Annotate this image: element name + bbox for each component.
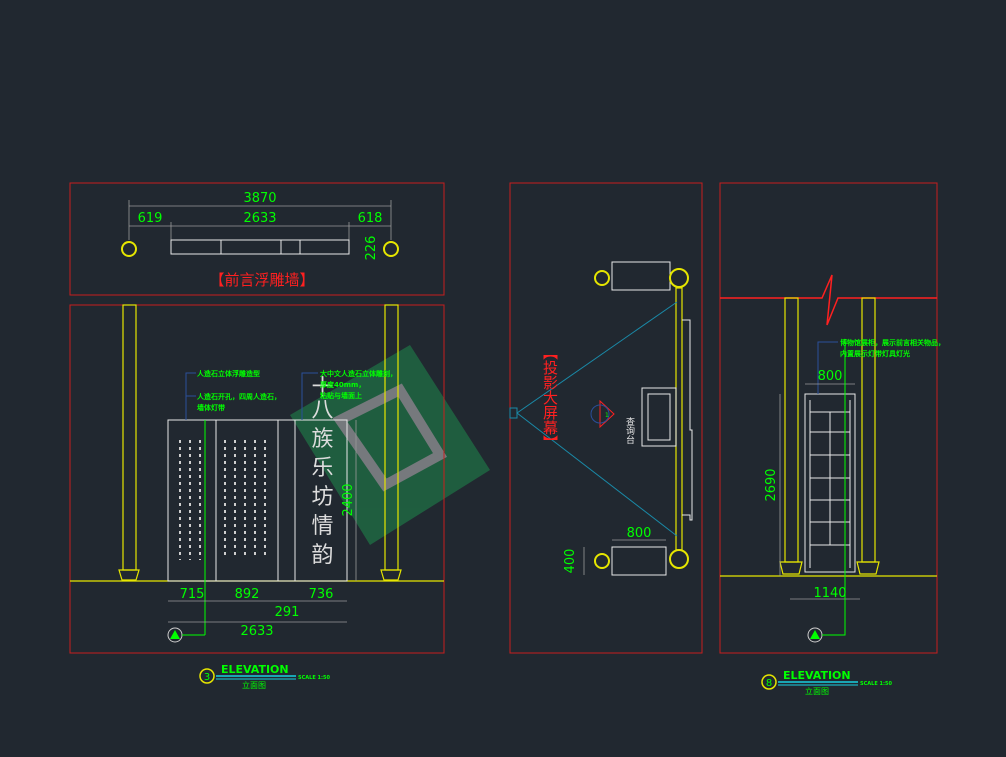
- right-elevation: 博物馆展柜，展示前言相关物品， 内置展示灯带灯具灯光 800 2690 1140: [719, 182, 945, 654]
- plan-view: 3870 619 2633 618 226 【前言浮雕墙】: [69, 182, 445, 296]
- column-icon: [669, 549, 689, 569]
- plan-title: 【前言浮雕墙】: [209, 271, 314, 289]
- desk-label: 查询台: [624, 416, 635, 445]
- projection-plan: 查询台 【投影大屏幕】 1 800 400: [509, 182, 703, 654]
- column-icon: [121, 241, 137, 257]
- note-lighting: 内置展示灯带灯具灯光: [840, 349, 910, 358]
- dim-c: 291: [275, 605, 300, 620]
- right-elevation-frame: [719, 182, 938, 654]
- dim-d: 736: [309, 587, 334, 602]
- caption-scale: SCALE 1:50: [298, 675, 330, 681]
- right-dim-height: 2690: [764, 468, 779, 501]
- note-openings: 人造石开孔，四周人造石，: [197, 392, 281, 401]
- dim-total: 2633: [240, 624, 273, 639]
- plan-dim-middle: 2633: [243, 211, 276, 226]
- note-characters: 大中文人造石立体雕刻，: [320, 369, 397, 378]
- middle-dim-depth: 400: [563, 549, 578, 574]
- caption-title: ELEVATION: [783, 669, 851, 682]
- column-icon: [669, 268, 689, 288]
- dim-a: 715: [180, 587, 205, 602]
- calligraphy-text: 十八 族 乐 坊 情 韵: [308, 376, 334, 565]
- column-icon: [383, 241, 399, 257]
- caption-right: 8 ELEVATION SCALE 1:50 立面图: [761, 669, 892, 696]
- column-icon: [594, 270, 610, 286]
- caption-left: 3 ELEVATION SCALE 1:50 立面图: [199, 663, 330, 690]
- caption-scale: SCALE 1:50: [860, 681, 892, 687]
- right-dim-width: 800: [818, 369, 843, 384]
- note-mounting: 粘贴与墙面上: [320, 391, 362, 400]
- view-marker-number: 1: [605, 412, 609, 419]
- note-lightstrip: 墙体灯带: [197, 403, 225, 412]
- note-relief: 人造石立体浮雕造型: [197, 369, 260, 378]
- note-thickness: 厚度40mm，: [320, 380, 365, 389]
- plan-dim-total: 3870: [243, 191, 276, 206]
- plan-frame: [69, 182, 445, 296]
- left-elevation: 十八 族 乐 坊 情 韵 人造石立体浮雕造型 人造石开孔，四周人造石， 墙体灯带…: [69, 304, 445, 654]
- watermark-logo: [290, 345, 490, 545]
- plan-dim-left: 619: [138, 211, 163, 226]
- caption-number: 3: [204, 672, 210, 683]
- column-icon: [594, 553, 610, 569]
- relief-texture: [179, 440, 266, 560]
- caption-title: ELEVATION: [221, 663, 289, 676]
- caption-subtitle: 立面图: [242, 680, 266, 690]
- right-dim-base: 1140: [813, 586, 846, 601]
- middle-dim-width: 800: [627, 526, 652, 541]
- left-elevation-frame: [69, 304, 445, 654]
- view-marker-icon: [599, 399, 615, 429]
- plan-dim-depth: 226: [364, 236, 379, 261]
- caption-number: 8: [766, 678, 772, 689]
- note-showcase: 博物馆展柜，展示前言相关物品，: [840, 338, 945, 347]
- plan-dim-right: 618: [358, 211, 383, 226]
- dim-b: 892: [235, 587, 260, 602]
- dim-height: 2400: [341, 483, 356, 516]
- caption-subtitle: 立面图: [805, 686, 829, 696]
- screen-label: 【投影大屏幕】: [541, 345, 559, 450]
